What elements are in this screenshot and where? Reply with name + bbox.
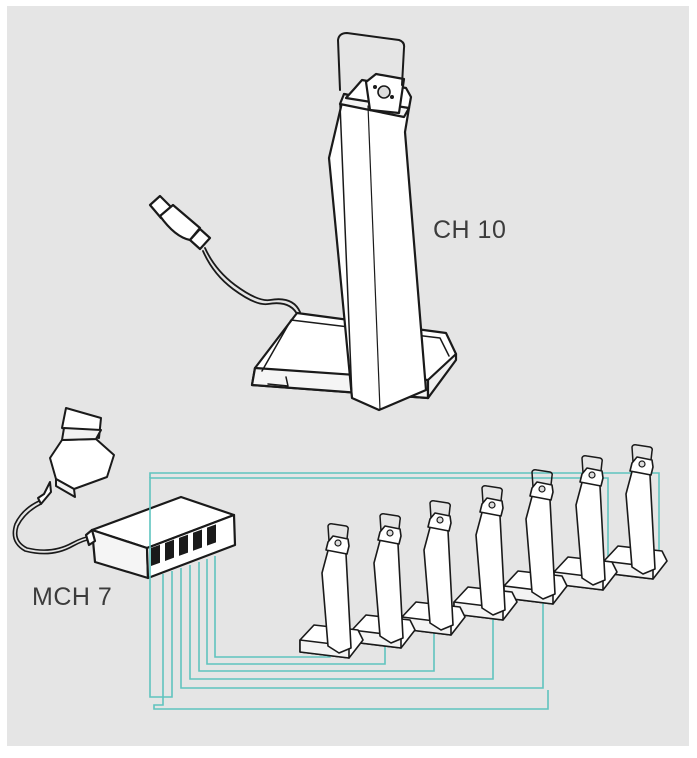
usb-plug-icon: [148, 194, 212, 251]
ch10-charger-icon: [148, 32, 458, 412]
mch7-label: MCH 7: [32, 583, 113, 611]
teal-cables: [149, 472, 660, 710]
power-adapter-icon: [12, 407, 115, 555]
mch7-usb-hub-icon: [84, 495, 237, 580]
small-charger-icon: [299, 443, 668, 659]
ch10-label: CH 10: [433, 216, 507, 244]
